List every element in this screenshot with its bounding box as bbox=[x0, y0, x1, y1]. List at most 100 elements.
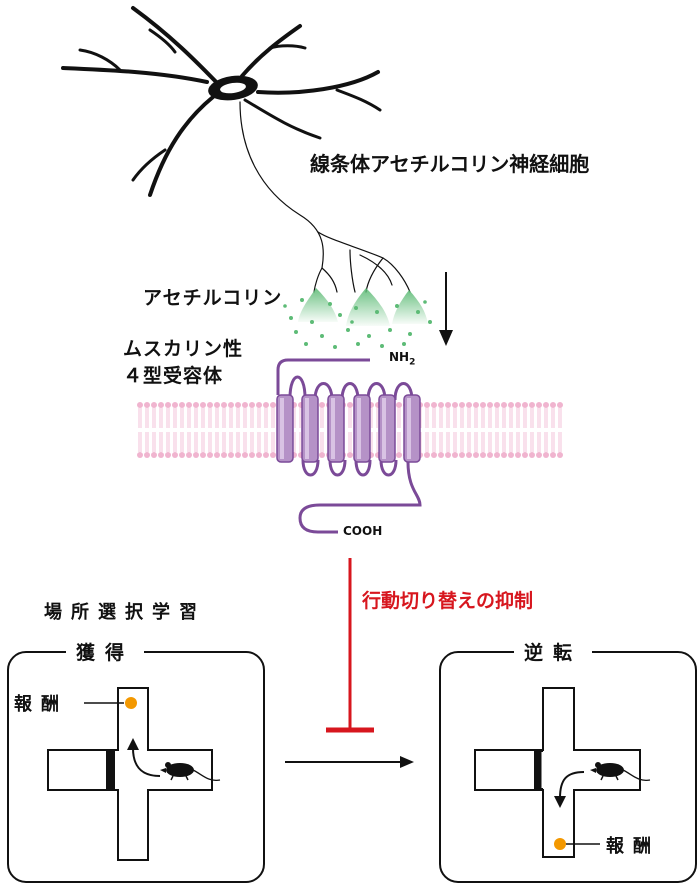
lipid-tail bbox=[243, 432, 247, 452]
helix-highlight bbox=[331, 398, 335, 459]
lipid-tail bbox=[474, 408, 478, 428]
lipid-head bbox=[459, 402, 465, 408]
lipid-head bbox=[242, 402, 248, 408]
lipid-head bbox=[536, 452, 542, 458]
lipid-tail bbox=[516, 432, 520, 452]
lipid-tail bbox=[530, 432, 534, 452]
lipid-tail bbox=[194, 408, 198, 428]
lipid-tail bbox=[558, 408, 562, 428]
lipid-tail bbox=[215, 408, 219, 428]
lipid-head bbox=[263, 452, 269, 458]
lipid-head bbox=[438, 402, 444, 408]
lipid-tail bbox=[173, 432, 177, 452]
nh2-text: NH bbox=[389, 350, 410, 364]
neuron-soma bbox=[208, 75, 258, 101]
lipid-head bbox=[445, 402, 451, 408]
lipid-head bbox=[214, 402, 220, 408]
lipid-head bbox=[522, 402, 528, 408]
lipid-head bbox=[235, 452, 241, 458]
acquisition-title: 獲得 bbox=[66, 638, 145, 665]
lipid-tail bbox=[530, 408, 534, 428]
lipid-head bbox=[200, 402, 206, 408]
lipid-head bbox=[459, 452, 465, 458]
lipid-tail bbox=[180, 432, 184, 452]
acetylcholine-label: アセチルコリン bbox=[143, 287, 283, 309]
lipid-head bbox=[151, 402, 157, 408]
lipid-head bbox=[256, 402, 262, 408]
lipid-tail bbox=[488, 408, 492, 428]
lipid-tail bbox=[145, 408, 149, 428]
lipid-tail bbox=[187, 432, 191, 452]
lipid-head bbox=[424, 402, 430, 408]
lipid-head bbox=[158, 402, 164, 408]
reward-dot-icon bbox=[554, 838, 566, 850]
lipid-head bbox=[515, 452, 521, 458]
turn-arrow-down bbox=[559, 771, 585, 799]
lipid-tail bbox=[495, 408, 499, 428]
lipid-head bbox=[172, 402, 178, 408]
maze-barrier bbox=[106, 750, 115, 790]
lipid-head bbox=[221, 402, 227, 408]
lipid-tail bbox=[537, 408, 541, 428]
lipid-head bbox=[179, 402, 185, 408]
lipid-head bbox=[438, 452, 444, 458]
lipid-tail bbox=[460, 432, 464, 452]
lipid-tail bbox=[432, 408, 436, 428]
lipid-tail bbox=[523, 408, 527, 428]
cooh-terminus-label: COOH bbox=[343, 524, 383, 538]
reversal-reward-label: 報酬 bbox=[606, 836, 660, 857]
lipid-head bbox=[396, 402, 402, 408]
lipid-head bbox=[249, 402, 255, 408]
lipid-head bbox=[207, 402, 213, 408]
transition-arrow bbox=[285, 756, 414, 768]
lipid-head bbox=[193, 402, 199, 408]
acquisition-reward-label: 報酬 bbox=[14, 694, 68, 715]
lipid-tail bbox=[348, 408, 352, 428]
lipid-head bbox=[396, 452, 402, 458]
lipid-head bbox=[452, 402, 458, 408]
lipid-head bbox=[529, 452, 535, 458]
lipid-head bbox=[508, 402, 514, 408]
lipid-head bbox=[270, 402, 276, 408]
lipid-tail bbox=[551, 408, 555, 428]
transmembrane-helix bbox=[301, 394, 319, 463]
lipid-head bbox=[543, 452, 549, 458]
lipid-tail bbox=[250, 408, 254, 428]
lipid-tail bbox=[544, 432, 548, 452]
lipid-tail bbox=[208, 408, 212, 428]
lipid-tail bbox=[138, 432, 142, 452]
lipid-head bbox=[473, 452, 479, 458]
lipid-head bbox=[466, 452, 472, 458]
lipid-tail bbox=[467, 408, 471, 428]
helix-highlight bbox=[382, 398, 386, 459]
lipid-head bbox=[158, 452, 164, 458]
lipid-head bbox=[207, 452, 213, 458]
lipid-head bbox=[424, 452, 430, 458]
lipid-head bbox=[172, 452, 178, 458]
lipid-head bbox=[228, 402, 234, 408]
lipid-tail bbox=[222, 408, 226, 428]
lipid-head bbox=[256, 452, 262, 458]
lipid-head bbox=[186, 402, 192, 408]
lipid-tail bbox=[236, 432, 240, 452]
lipid-head bbox=[452, 452, 458, 458]
lipid-head bbox=[193, 452, 199, 458]
lipid-head bbox=[445, 452, 451, 458]
lipid-head bbox=[221, 452, 227, 458]
lipid-head bbox=[144, 402, 150, 408]
helix-highlight bbox=[357, 398, 361, 459]
mouse-icon bbox=[160, 762, 221, 781]
lipid-tail bbox=[537, 432, 541, 452]
learning-label: 場所選択学習 bbox=[44, 602, 206, 623]
reward-dot-icon bbox=[125, 697, 137, 709]
lipid-tail bbox=[439, 432, 443, 452]
lipid-tail bbox=[222, 432, 226, 452]
neuron-label: 線条体アセチルコリン神経細胞 bbox=[310, 152, 590, 176]
lipid-head bbox=[529, 402, 535, 408]
lipid-tail bbox=[453, 432, 457, 452]
lipid-head bbox=[165, 452, 171, 458]
lipid-tail bbox=[320, 432, 324, 452]
lipid-tail bbox=[201, 408, 205, 428]
release-direction-arrow bbox=[439, 272, 453, 346]
